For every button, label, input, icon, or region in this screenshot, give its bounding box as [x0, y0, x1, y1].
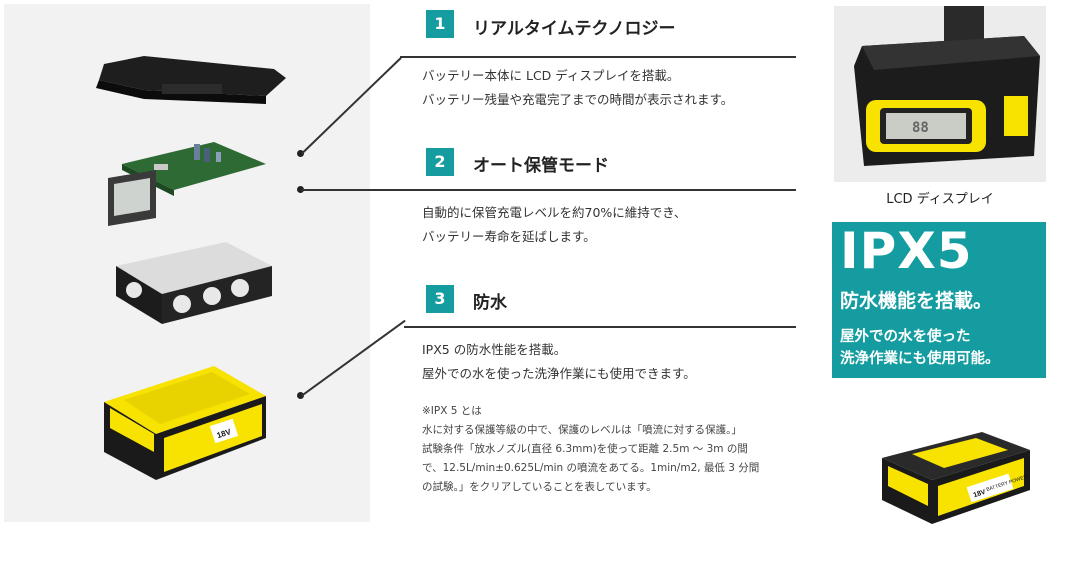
section-number-2: 2	[426, 148, 454, 176]
ipx5-desc-line: 屋外での水を使った	[840, 329, 971, 345]
connector-dot-2	[297, 186, 304, 193]
tool-with-battery-illustration: 88	[854, 6, 1040, 166]
note-line: で、12.5L/min±0.625L/min の噴流をあてる。1min/m2, …	[422, 462, 760, 474]
ipx5-description: 屋外での水を使った 洗浄作業にも使用可能。	[840, 326, 1000, 370]
ipx5-desc-line: 洗浄作業にも使用可能。	[840, 351, 1000, 367]
desc-line: IPX5 の防水性能を搭載。	[422, 342, 567, 357]
divider-line-1	[400, 56, 796, 58]
ipx5-note: ※IPX 5 とは 水に対する保護等級の中で、保護のレベルは「噴流に対する保護。…	[422, 402, 759, 497]
lcd-screen-digits: 88	[912, 120, 929, 136]
note-line: 試験条件「放水ノズル(直径 6.3mm)を使って距離 2.5m ～ 3m の間	[422, 443, 748, 455]
lcd-display-photo: 88	[834, 6, 1046, 182]
connector-dot-3	[297, 392, 304, 399]
section-title-1: リアルタイムテクノロジー	[473, 19, 676, 39]
ipx5-banner: IPX5 防水機能を搭載。 屋外での水を使った 洗浄作業にも使用可能。	[832, 222, 1046, 378]
section-desc-2: 自動的に保管充電レベルを約70%に維持でき、 バッテリー寿命を延ばします。	[422, 201, 686, 249]
desc-line: バッテリー残量や充電完了までの時間が表示されます。	[422, 92, 734, 107]
desc-line: 自動的に保管充電レベルを約70%に維持でき、	[422, 205, 687, 220]
ipx5-title: IPX5	[840, 222, 973, 280]
lcd-caption: LCD ディスプレイ	[886, 192, 994, 207]
divider-line-3	[404, 326, 796, 328]
exploded-view-panel: 18V	[4, 4, 370, 522]
section-title-2: オート保管モード	[473, 156, 609, 176]
section-title-3: 防水	[473, 293, 507, 313]
battery-cells	[116, 242, 272, 324]
battery-voltage-label: 18V	[216, 427, 233, 440]
note-line: 水に対する保護等級の中で、保護のレベルは「噴流に対する保護。」	[422, 424, 742, 436]
desc-line: バッテリー本体に LCD ディスプレイを搭載。	[422, 68, 680, 83]
product-voltage-label: 18V	[973, 489, 987, 500]
desc-line: 屋外での水を使った洗浄作業にも使用できます。	[422, 366, 696, 381]
circuit-board	[108, 142, 266, 226]
section-desc-1: バッテリー本体に LCD ディスプレイを搭載。 バッテリー残量や充電完了までの時…	[422, 64, 733, 112]
battery-top-cover	[96, 56, 286, 104]
section-number-3: 3	[426, 285, 454, 313]
battery-pack: 18V	[104, 366, 266, 480]
note-line: の試験。」をクリアしていることを表しています。	[422, 481, 657, 493]
section-desc-3: IPX5 の防水性能を搭載。 屋外での水を使った洗浄作業にも使用できます。	[422, 338, 696, 386]
ipx5-subtitle: 防水機能を搭載。	[840, 290, 993, 312]
exploded-battery-illustration: 18V	[96, 56, 286, 480]
section-number-1: 1	[426, 10, 454, 38]
note-line: ※IPX 5 とは	[422, 405, 482, 417]
battery-product-image: 18V BATTERY POWER	[882, 432, 1030, 524]
connector-dot-1	[297, 150, 304, 157]
desc-line: バッテリー寿命を延ばします。	[422, 229, 596, 244]
divider-line-2	[301, 189, 796, 191]
